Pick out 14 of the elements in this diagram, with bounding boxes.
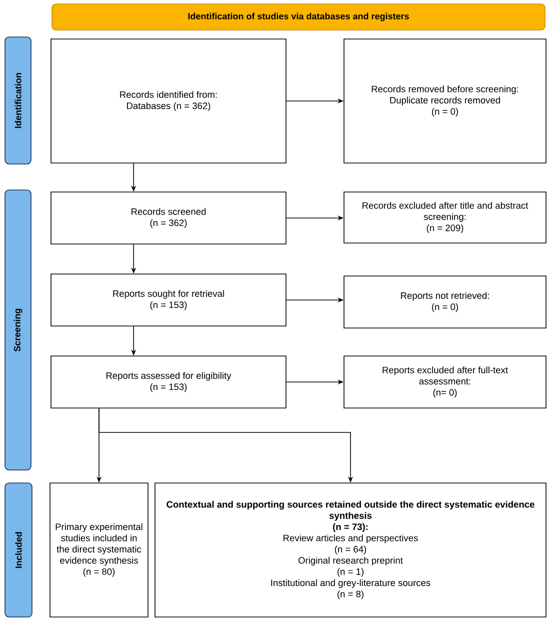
phase-band: Identification: [4, 36, 32, 164]
process-box: Records screened (n = 362): [50, 192, 286, 244]
process-box: Primary experimental studies included in the direct systematic evidence synthesis (n = 80): [50, 482, 148, 618]
phase-band: Included: [4, 482, 32, 618]
header-band: Identification of studies via databases and registers: [52, 4, 546, 30]
phase-band: Screening: [4, 190, 32, 470]
process-box: Reports excluded after full-text assessment: (n= 0): [344, 356, 546, 408]
process-box: Contextual and supporting sources retained outside the direct systematic evidence synthesis (n = 73): Review articles and perspectives (n = 64) Original research preprint (n = 1) Institutional and grey-literature sources (n = 8): [154, 482, 546, 618]
process-box: Reports assessed for eligibility (n = 153): [50, 356, 286, 408]
process-box: Reports not retrieved: (n = 0): [344, 276, 546, 328]
process-box: Records identified from: Databases (n = 362): [50, 38, 286, 164]
process-box: Records excluded after title and abstract screening: (n = 209): [344, 192, 546, 244]
process-box: Records removed before screening: Duplicate records removed (n = 0): [344, 38, 546, 164]
process-box: Reports sought for retrieval (n = 153): [50, 274, 286, 326]
